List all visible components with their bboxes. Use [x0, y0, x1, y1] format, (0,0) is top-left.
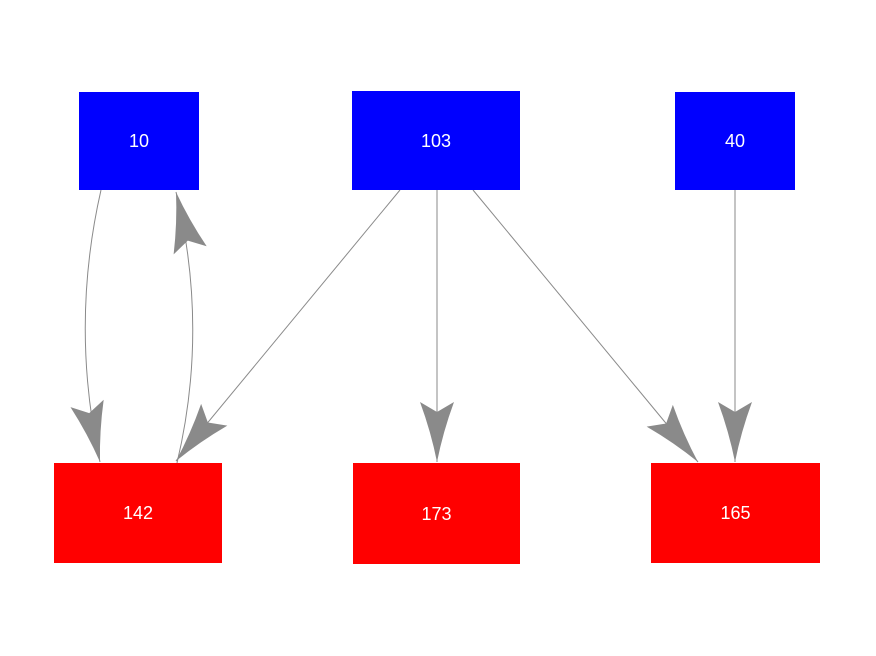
node-label-103: 103: [420, 130, 452, 151]
arrowhead-103-142: [176, 403, 228, 461]
arrowhead-103-173: [420, 402, 454, 462]
node-142: 142: [54, 463, 222, 563]
edge-line-103-165: [472, 189, 699, 463]
node-40: 40: [675, 92, 795, 190]
node-165: 165: [651, 463, 820, 563]
node-label-40: 40: [724, 131, 746, 151]
node-label-142: 142: [122, 503, 154, 523]
arrowhead-40-165: [718, 402, 752, 462]
arrowhead-142-10: [173, 192, 207, 255]
edge-line-103-142: [175, 189, 401, 462]
node-10: 10: [79, 92, 199, 190]
arrowhead-103-165: [646, 404, 698, 462]
arrowhead-10-142: [70, 399, 104, 462]
node-label-10: 10: [128, 131, 150, 151]
node-173: 173: [353, 463, 520, 564]
node-label-165: 165: [720, 503, 751, 523]
node-label-173: 173: [421, 503, 452, 524]
node-103: 103: [352, 91, 520, 190]
